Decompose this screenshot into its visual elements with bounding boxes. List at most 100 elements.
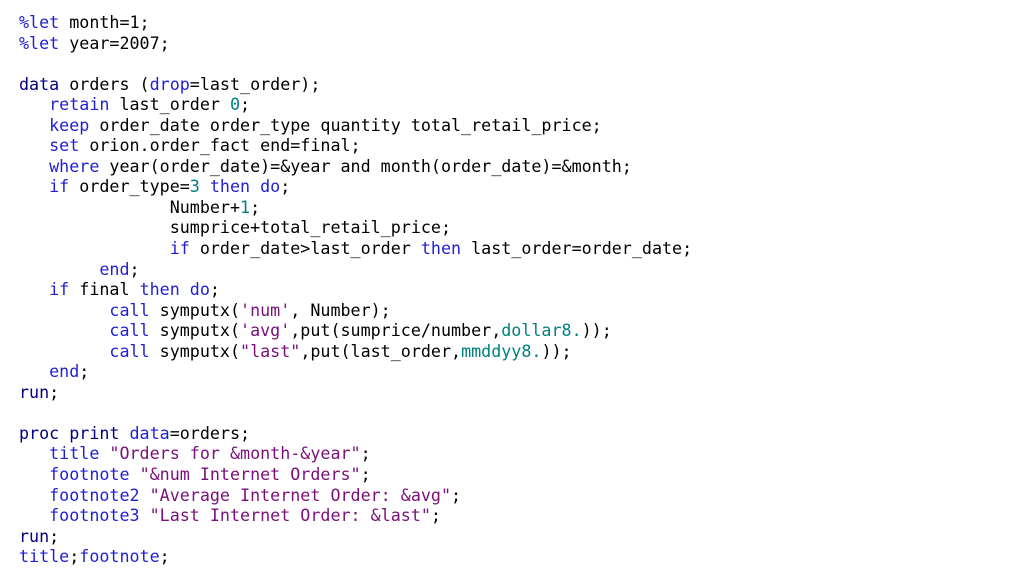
code-token-kw-blue: footnote3 xyxy=(49,505,140,526)
code-line: footnote "&num Internet Orders"; xyxy=(19,464,692,485)
code-token-plain xyxy=(19,176,49,196)
code-token-str: "&num Internet Orders" xyxy=(139,464,361,485)
code-token-plain: ,put(sumprice/number, xyxy=(290,320,502,341)
code-line: call symputx('num', Number); xyxy=(19,300,692,321)
code-token-plain xyxy=(19,135,49,155)
code-token-plain xyxy=(19,341,109,361)
code-token-kw-blue: call xyxy=(109,299,150,320)
code-token-str: "Orders for &month-&year" xyxy=(109,443,361,464)
code-token-plain xyxy=(19,259,99,279)
code-token-kw-blue: do xyxy=(189,279,210,300)
code-token-plain xyxy=(130,464,140,484)
code-token-plain: sumprice+total_retail_price; xyxy=(19,217,452,238)
code-line: title "Orders for &month-&year"; xyxy=(19,443,692,464)
code-token-plain xyxy=(200,176,210,196)
code-line: end; xyxy=(19,259,692,280)
code-token-plain: year=2007; xyxy=(59,32,170,53)
code-token-plain: )); xyxy=(581,320,612,341)
code-token-kw-blue: then xyxy=(420,238,462,259)
code-token-plain: symputx( xyxy=(149,320,241,341)
code-token-kw-navy: run xyxy=(19,381,50,402)
code-token-str: "Average Internet Order: &avg" xyxy=(149,484,452,505)
code-line: data orders (drop=last_order); xyxy=(19,74,692,95)
code-token-plain: ; xyxy=(360,464,371,485)
code-token-kw-blue: data xyxy=(129,422,170,443)
code-token-plain xyxy=(19,238,170,258)
code-token-plain xyxy=(19,300,109,320)
code-token-kw-blue: title xyxy=(19,546,70,567)
code-token-plain xyxy=(140,485,150,505)
code-line: %let year=2007; xyxy=(19,33,692,54)
code-token-plain: last_order=order_date; xyxy=(461,238,693,259)
code-token-plain: final xyxy=(69,279,140,300)
code-token-str: 'avg' xyxy=(240,320,291,341)
code-token-plain: symputx( xyxy=(149,299,241,320)
code-token-kw-blue: %let xyxy=(19,12,60,32)
code-token-kw-blue: call xyxy=(109,340,150,361)
code-token-kw-blue: if xyxy=(49,176,70,197)
code-token-kw-blue: title xyxy=(49,443,100,464)
code-line: if order_date>last_order then last_order… xyxy=(19,238,692,259)
code-token-plain: ; xyxy=(49,381,60,402)
code-token-plain: ; xyxy=(69,546,80,567)
code-token-plain: =orders; xyxy=(169,422,251,443)
code-token-plain xyxy=(180,279,190,299)
sas-code-block: %let month=1;%let year=2007; data orders … xyxy=(19,12,692,567)
code-token-plain: ,put(last_order, xyxy=(300,340,462,361)
code-token-plain: )); xyxy=(541,340,572,361)
code-token-kw-navy: run xyxy=(19,525,50,546)
code-line: title;footnote; xyxy=(19,546,692,567)
code-line: footnote3 "Last Internet Order: &last"; xyxy=(19,505,692,526)
code-token-plain: month=1; xyxy=(59,12,150,32)
code-token-plain: ; xyxy=(451,484,462,505)
code-token-plain: orion.order_fact end=final; xyxy=(79,135,361,156)
code-token-plain xyxy=(19,94,49,114)
code-token-kw-blue: if xyxy=(49,279,70,300)
code-token-kw-blue: footnote2 xyxy=(49,484,140,505)
code-line: proc print data=orders; xyxy=(19,423,692,444)
code-token-num: 1 xyxy=(240,196,251,217)
code-token-str: "last" xyxy=(240,340,301,361)
code-token-str: "Last Internet Order: &last" xyxy=(149,505,431,526)
code-token-plain: year(order_date)=&year and month(order_d… xyxy=(99,155,632,176)
code-line: keep order_date order_type quantity tota… xyxy=(19,115,692,136)
code-token-kw-blue: set xyxy=(49,135,80,156)
code-line: Number+1; xyxy=(19,197,692,218)
code-token-kw-blue: call xyxy=(109,320,150,341)
code-token-plain: last_order xyxy=(109,94,230,115)
code-token-plain xyxy=(140,505,150,525)
code-line: footnote2 "Average Internet Order: &avg"… xyxy=(19,485,692,506)
code-token-num: 0 xyxy=(229,94,241,115)
code-line: sumprice+total_retail_price; xyxy=(19,217,692,238)
code-token-plain: , Number); xyxy=(290,299,391,320)
code-token-plain: orders ( xyxy=(59,73,150,94)
code-token-plain: ; xyxy=(280,176,291,197)
code-token-plain xyxy=(19,443,49,463)
code-token-kw-navy: proc print xyxy=(19,422,120,443)
code-token-kw-blue: where xyxy=(49,155,100,176)
code-line: %let month=1; xyxy=(19,12,692,33)
code-line: if order_type=3 then do; xyxy=(19,176,692,197)
code-token-kw-blue: end xyxy=(49,361,80,382)
code-token-kw-blue: end xyxy=(99,258,130,279)
code-token-num: mmddyy8. xyxy=(461,340,542,361)
code-token-plain xyxy=(19,361,49,381)
code-token-plain: order_type= xyxy=(69,176,190,197)
code-token-plain xyxy=(19,320,109,340)
code-token-kw-blue: retain xyxy=(49,94,110,115)
code-line xyxy=(19,402,692,423)
code-token-kw-blue: then xyxy=(139,279,180,300)
code-token-kw-blue: %let xyxy=(19,32,60,53)
code-token-num: 3 xyxy=(189,176,200,197)
code-line: retain last_order 0; xyxy=(19,94,692,115)
code-token-plain: ; xyxy=(79,361,90,382)
code-token-kw-blue: then xyxy=(209,176,251,197)
code-line: call symputx('avg',put(sumprice/number,d… xyxy=(19,320,692,341)
code-line: run; xyxy=(19,526,692,547)
code-token-num: dollar8. xyxy=(501,320,582,341)
code-token-plain: ; xyxy=(159,546,170,567)
code-line: end; xyxy=(19,361,692,382)
code-token-plain: order_date order_type quantity total_ret… xyxy=(89,114,602,135)
code-token-plain xyxy=(119,423,129,443)
